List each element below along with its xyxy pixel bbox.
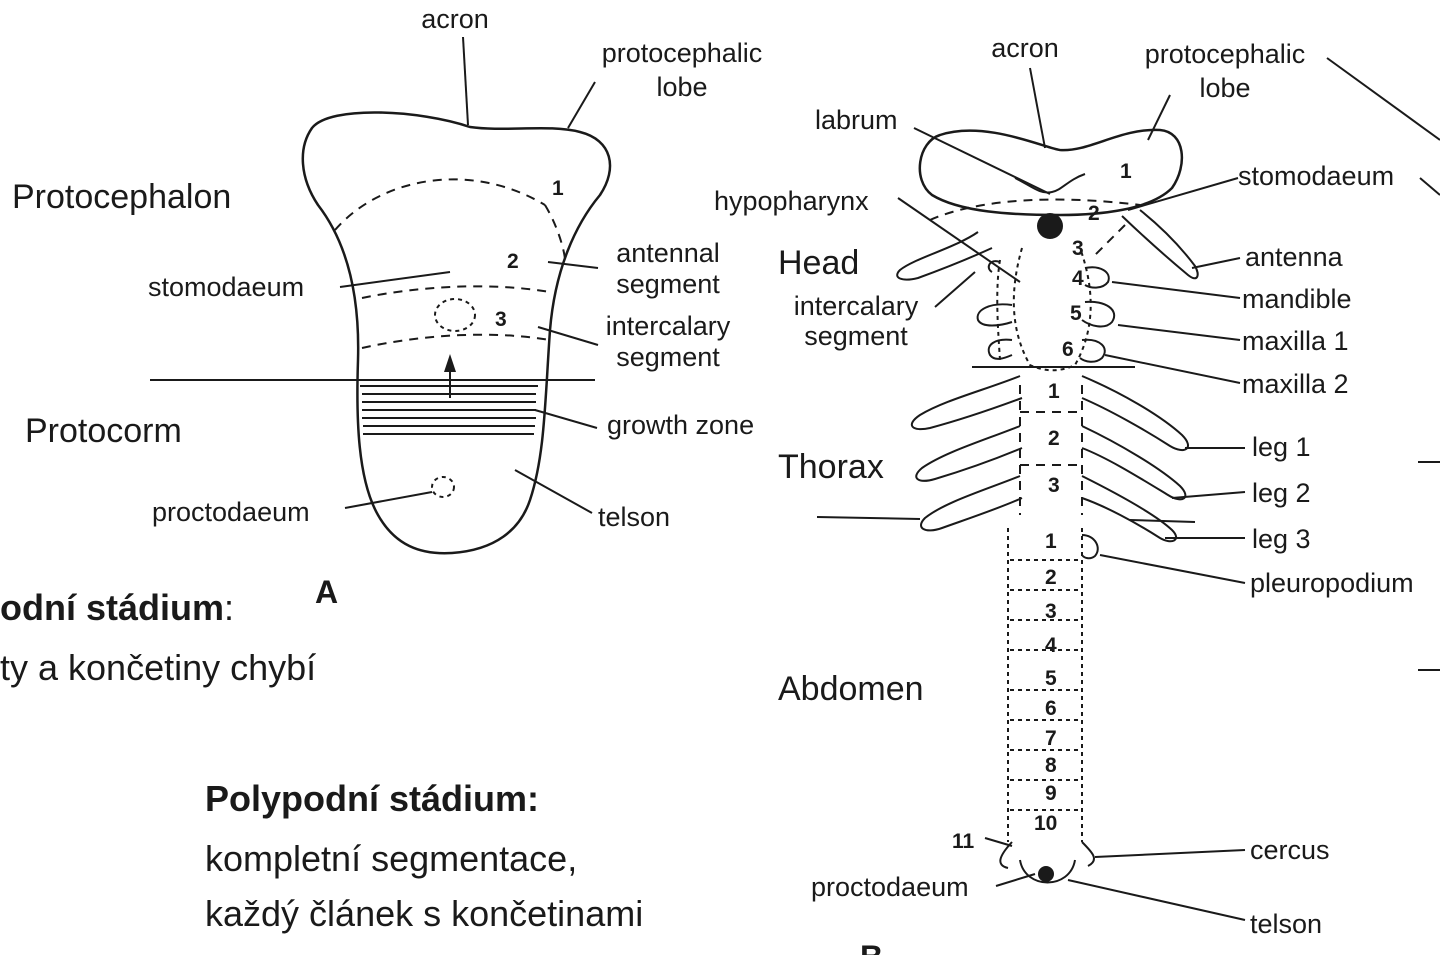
panel-b-acron-label: acron [991,33,1059,63]
panel-b-head-num-5: 5 [1070,302,1082,325]
panel-a-seg-num-1: 1 [552,177,564,200]
panel-b-maxilla1-label: maxilla 1 [1242,326,1349,356]
panel-b-abd-num-8: 8 [1045,754,1057,777]
panel-b-leg1-label: leg 1 [1252,432,1311,462]
panel-a-stomodaeum-pit [435,299,475,331]
panel-b-head-num-3: 3 [1072,237,1084,260]
panel-b-antenna-left [897,232,992,280]
panel-b-intercalary-label-1: intercalary [794,291,919,321]
panel-b-thorax-label: Thorax [778,448,884,486]
oligopod-stage-title-bold: odní stádium [0,587,224,628]
panel-b-head-lobe [920,130,1182,215]
panel-b-stomodaeum-opening [1037,213,1063,239]
panel-b-labrum [1015,174,1085,193]
panel-b-antenna-right [1122,210,1198,278]
panel-a-antennal-label-1: antennal [616,238,720,268]
panel-a-seg-num-3: 3 [495,308,507,331]
panel-a-boundary-1b [545,205,565,260]
panel-a-boundary-1 [335,179,545,230]
polypod-stage-line-2: každý článek s končetinami [205,893,643,935]
panel-b-proctodaeum-label: proctodaeum [811,872,969,902]
panel-a-stomodaeum-label: stomodaeum [148,272,304,302]
panel-b-abd-num-10: 10 [1034,812,1057,835]
panel-a-protocephalic-label-1: protocephalic [602,38,763,68]
panel-b-telson-label: telson [1250,909,1322,939]
oligopod-stage-title: odní stádium: [0,587,234,629]
panel-a-intercalary-label-2: segment [616,342,720,372]
panel-b-leg2-label: leg 2 [1252,478,1311,508]
panel-b-maxilla2-label: maxilla 2 [1242,369,1349,399]
panel-b-abdomen-label: Abdomen [778,670,924,708]
panel-a: 1 2 3 acron protocephalic lobe Protoceph… [12,4,762,610]
panel-b-pleuropodium-label: pleuropodium [1250,568,1414,598]
panel-a-antennal-label-2: segment [616,269,720,299]
panel-a-proctodaeum-pit [432,477,454,497]
panel-b-letter: B [860,939,883,955]
panel-b-hypopharynx-label: hypopharynx [714,186,869,216]
panel-b-abd-num-5: 5 [1045,667,1057,690]
polypod-stage-title: Polypodní stádium: [205,778,539,820]
panel-a-seg-num-2: 2 [507,250,519,273]
panel-b-labrum-label: labrum [815,105,898,135]
panel-b-abd-num-9: 9 [1045,782,1057,805]
panel-b: 1 2 3 4 5 6 1 2 3 1 2 3 4 5 6 7 8 9 10 1… [714,33,1440,955]
panel-a-letter: A [315,574,338,610]
oligopod-stage-text: ty a končetiny chybí [0,647,316,689]
panel-a-acron-label: acron [421,4,489,34]
panel-b-head-num-4: 4 [1072,267,1084,290]
panel-b-cercus-label: cercus [1250,835,1330,865]
panel-b-thorax-num-3: 3 [1048,474,1060,497]
panel-a-proctodaeum-label: proctodaeum [152,497,310,527]
panel-a-growth-zone-label: growth zone [607,410,754,440]
panel-b-head-num-6: 6 [1062,338,1074,361]
panel-b-protocephalic-label-2: lobe [1199,73,1250,103]
panel-a-protocephalon-label: Protocephalon [12,178,231,216]
panel-a-protocephalic-label-2: lobe [656,72,707,102]
panel-b-abd-num-1: 1 [1045,530,1057,553]
polypod-stage-line-1: kompletní segmentace, [205,838,577,880]
panel-b-antenna-label: antenna [1245,242,1344,272]
panel-b-head-label: Head [778,244,859,282]
panel-b-abd-num-4: 4 [1045,634,1057,657]
panel-b-intercalary-label-2: segment [804,321,908,351]
panel-b-thorax-num-2: 2 [1048,427,1060,450]
panel-a-growth-zone-bands [360,386,538,434]
panel-b-head-num-1: 1 [1120,160,1132,183]
panel-b-abd-num-7: 7 [1045,727,1057,750]
panel-b-mandible-label: mandible [1242,284,1352,314]
panel-b-abd-num-6: 6 [1045,697,1057,720]
panel-b-cercus [1000,842,1094,868]
panel-b-abd-num-11: 11 [952,830,975,853]
panel-a-arrow-head [444,354,456,372]
panel-a-boundary-2 [362,286,550,298]
panel-b-proctodaeum-opening [1038,866,1054,882]
panel-a-intercalary-label-1: intercalary [606,311,731,341]
polypod-stage-title-bold: Polypodní stádium: [205,778,539,819]
panel-b-abd-num-2: 2 [1045,566,1057,589]
panel-b-thorax-num-1: 1 [1048,380,1060,403]
panel-a-protocorm-label: Protocorm [25,412,182,450]
panel-a-telson-label: telson [598,502,670,532]
oligopod-stage-title-colon: : [224,587,234,628]
panel-b-head-num-2: 2 [1088,202,1100,225]
panel-a-boundary-3 [362,335,550,348]
panel-b-protocephalic-label-1: protocephalic [1145,39,1306,69]
panel-b-abd-num-3: 3 [1045,600,1057,623]
panel-b-stomodaeum-label: stomodaeum [1238,161,1394,191]
panel-b-leg3-label: leg 3 [1252,524,1311,554]
